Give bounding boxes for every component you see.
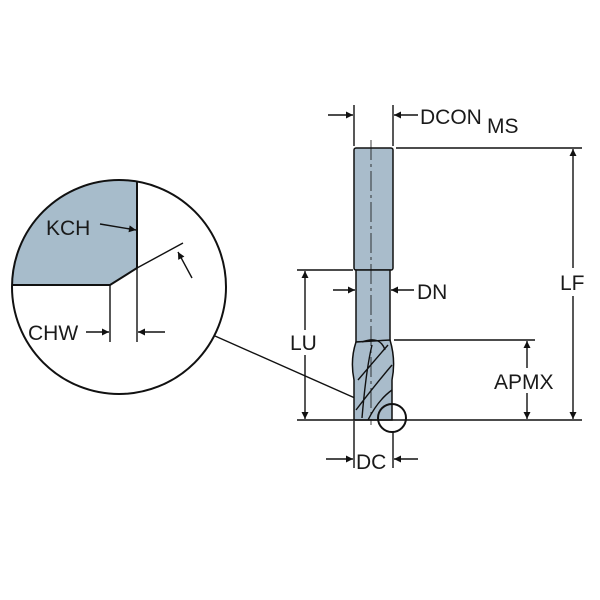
kch-arrow — [99, 223, 137, 233]
detail-circle — [11, 179, 227, 395]
dn-label: DN — [417, 281, 447, 304]
chw-label: CHW — [28, 322, 78, 345]
dcon-subscript: MS — [487, 115, 519, 138]
detail-callout-circle — [377, 403, 407, 433]
detail-view: KCH CHW — [11, 179, 383, 411]
angle-arrow — [177, 251, 193, 279]
kch-label: KCH — [46, 217, 90, 240]
lu-label: LU — [290, 332, 317, 355]
dcon-label: DCON — [420, 106, 482, 129]
lf-label: LF — [560, 272, 585, 295]
end-mill-tool — [351, 140, 407, 433]
dimensions: DCON MS LF LU DN APMX DC — [290, 105, 585, 474]
apmx-label: APMX — [494, 371, 554, 394]
dc-label: DC — [356, 451, 386, 474]
